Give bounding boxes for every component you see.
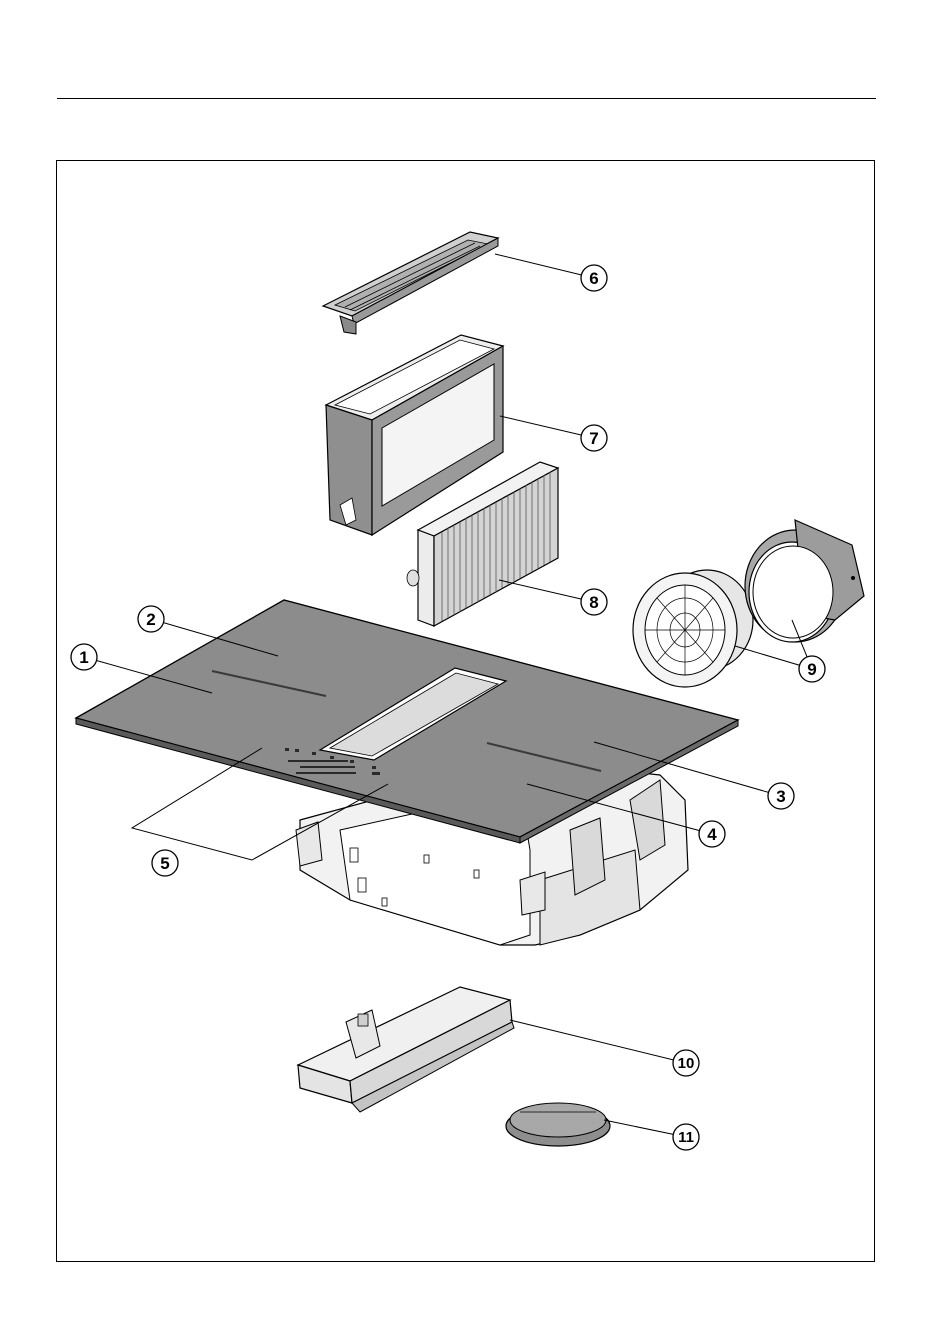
svg-text:5: 5 bbox=[160, 854, 169, 873]
svg-text:2: 2 bbox=[146, 610, 155, 629]
callout-3: 3 bbox=[768, 783, 794, 809]
svg-text:6: 6 bbox=[589, 269, 598, 288]
callout-11: 11 bbox=[673, 1124, 699, 1150]
callout-5: 5 bbox=[152, 850, 178, 876]
svg-text:1: 1 bbox=[79, 648, 88, 667]
callout-10: 10 bbox=[673, 1050, 699, 1076]
part-drip-tray bbox=[298, 987, 514, 1112]
callout-4: 4 bbox=[699, 821, 725, 847]
svg-text:3: 3 bbox=[776, 787, 785, 806]
callout-8: 8 bbox=[581, 589, 607, 615]
callout-9: 9 bbox=[799, 656, 825, 682]
callout-1: 1 bbox=[71, 644, 97, 670]
part-grease-filter-cover bbox=[323, 232, 498, 334]
svg-text:8: 8 bbox=[589, 593, 598, 612]
svg-text:11: 11 bbox=[678, 1129, 694, 1146]
callout-6: 6 bbox=[581, 265, 607, 291]
part-round-cover bbox=[506, 1103, 610, 1146]
svg-text:10: 10 bbox=[678, 1055, 695, 1072]
svg-text:4: 4 bbox=[707, 825, 717, 844]
svg-text:9: 9 bbox=[807, 660, 816, 679]
callout-7: 7 bbox=[581, 425, 607, 451]
part-recirculation-filter bbox=[633, 520, 864, 687]
callout-2: 2 bbox=[138, 606, 164, 632]
svg-text:7: 7 bbox=[589, 429, 598, 448]
